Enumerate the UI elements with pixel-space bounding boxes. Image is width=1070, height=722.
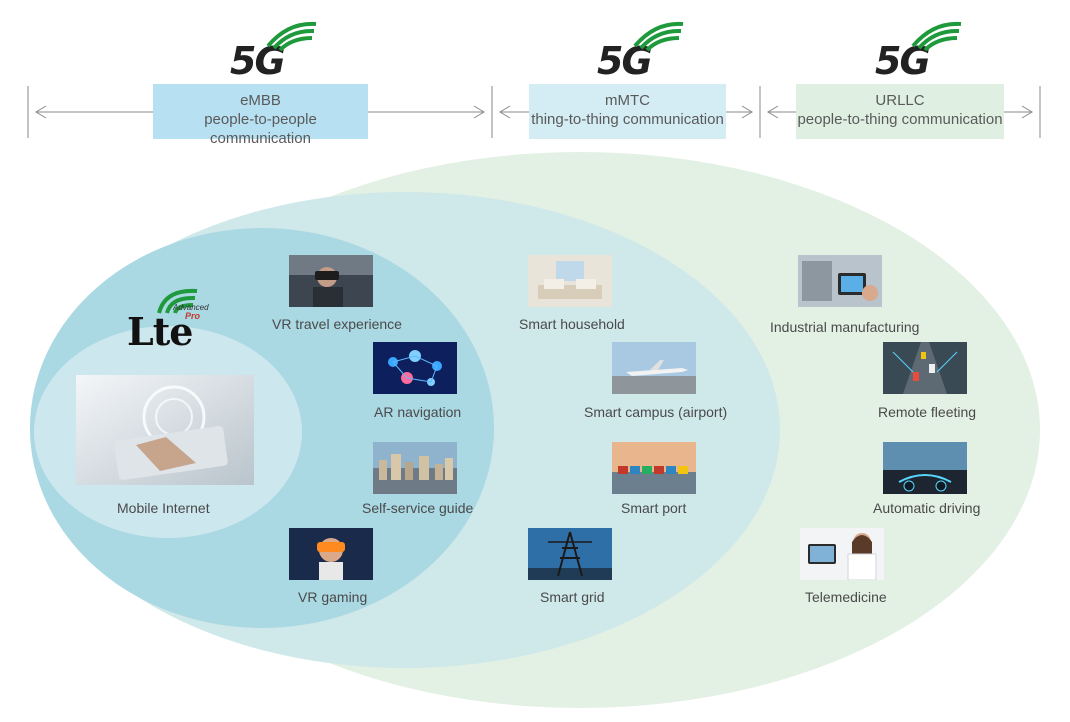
- 5g-logo: 5G: [597, 16, 687, 80]
- vr-headset-image: [289, 255, 373, 307]
- 5g-signal-arcs-icon: [911, 21, 962, 52]
- lte-advanced-pro-logo: Lte Advanced Pro: [127, 283, 217, 353]
- lte-signal-arcs-icon: [157, 288, 198, 314]
- 5g-signal-arcs-icon: [266, 21, 317, 52]
- embb-box: eMBB people-to-people communication: [153, 84, 368, 147]
- city-aerial-image: [373, 442, 457, 494]
- app-label-vr-gaming: VR gaming: [298, 589, 368, 605]
- app-label-mobile-internet: Mobile Internet: [117, 500, 210, 516]
- lte-logo-text: Lte: [127, 309, 193, 354]
- app-label-telemedicine: Telemedicine: [805, 589, 887, 605]
- embb-name: eMBB: [240, 92, 281, 109]
- app-label-automatic-driving: Automatic driving: [873, 500, 981, 516]
- arrow-head: [499, 105, 511, 119]
- doctor-tablet-image: [800, 528, 884, 580]
- range-arrows: [27, 86, 1041, 138]
- tablet-touch-image: [76, 375, 254, 485]
- app-label-smart-household: Smart household: [519, 316, 625, 332]
- car-dashboard-image: [883, 442, 967, 494]
- app-label-remote-fleeting: Remote fleeting: [878, 404, 977, 420]
- arrow-head: [35, 105, 47, 119]
- app-label-smart-campus: Smart campus (airport): [584, 404, 728, 420]
- 5g-logo: 5G: [875, 16, 965, 80]
- network-nodes-image: [373, 342, 457, 394]
- airplane-image: [612, 342, 696, 394]
- embb-description: people-to-people communication: [204, 111, 317, 147]
- mmtc-name: mMTC: [605, 92, 650, 109]
- app-label-ar-navigation: AR navigation: [374, 404, 462, 420]
- app-label-vr-travel: VR travel experience: [272, 316, 402, 332]
- container-port-image: [612, 442, 696, 494]
- factory-tablet-image: [798, 255, 882, 307]
- mmtc-description: thing-to-thing communication: [531, 111, 724, 128]
- arrow-head: [741, 105, 753, 119]
- lte-pro-text: Pro: [185, 311, 201, 321]
- urllc-description: people-to-thing communication: [797, 111, 1003, 128]
- arrow-head: [1021, 105, 1033, 119]
- highway-traffic-image: [883, 342, 967, 394]
- app-label-self-service-guide: Self-service guide: [362, 500, 474, 516]
- living-room-image: [528, 255, 612, 307]
- arrow-head: [767, 105, 779, 119]
- 5g-logo: 5G: [230, 16, 320, 80]
- power-tower-image: [528, 528, 612, 580]
- app-label-smart-port: Smart port: [621, 500, 687, 516]
- mmtc-box: mMTC thing-to-thing communication: [529, 84, 726, 139]
- urllc-name: URLLC: [875, 92, 925, 109]
- arrow-head: [473, 105, 485, 119]
- app-label-industrial-manufacturing: Industrial manufacturing: [770, 319, 920, 335]
- urllc-box: URLLC people-to-thing communication: [796, 84, 1004, 139]
- app-label-smart-grid: Smart grid: [540, 589, 605, 605]
- vr-gaming-image: [289, 528, 373, 580]
- 5g-signal-arcs-icon: [633, 21, 684, 52]
- lte-advanced-text: Advanced: [173, 303, 209, 312]
